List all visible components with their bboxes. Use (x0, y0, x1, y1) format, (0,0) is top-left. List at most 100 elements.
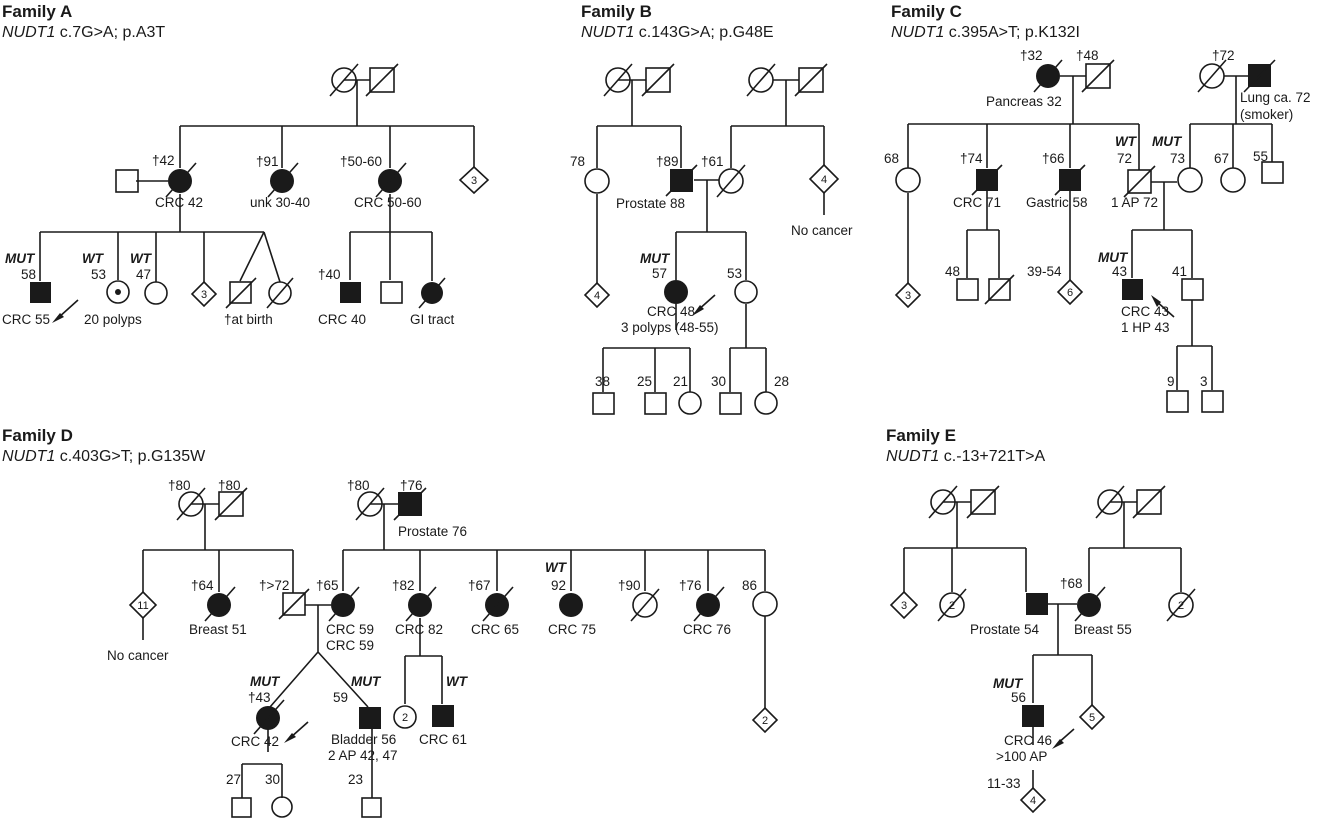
male-deceased (1085, 63, 1111, 89)
svg-text:†48: †48 (1076, 48, 1099, 63)
family-c-pedigree: †32 †48 Pancreas 32 †72 Lung ca. 72 (smo… (884, 48, 1311, 413)
svg-text:9: 9 (1167, 374, 1175, 389)
svg-text:†80: †80 (347, 478, 370, 493)
svg-text:(smoker): (smoker) (1240, 107, 1293, 122)
male (361, 797, 382, 818)
svg-text:†68: †68 (1060, 576, 1083, 591)
sibship-diamond (751, 706, 779, 734)
svg-text:2 AP 42, 47: 2 AP 42, 47 (328, 748, 398, 763)
female-deceased (748, 67, 774, 93)
male-deceased (218, 491, 244, 517)
female (144, 281, 168, 305)
svg-text:NUDT1 c.7G>A; p.A3T: NUDT1 c.7G>A; p.A3T (2, 24, 165, 41)
gene-name: NUDT1 (2, 24, 55, 41)
male (956, 278, 979, 301)
svg-text:53: 53 (727, 266, 742, 281)
male-deceased (970, 489, 996, 515)
pedigree-symbols (30, 63, 490, 323)
family-title: Family B (581, 2, 652, 21)
family-title: Family C (891, 2, 962, 21)
male-deceased (1127, 169, 1152, 194)
svg-text:†89: †89 (656, 154, 679, 169)
male (592, 392, 615, 415)
pedigree-lines (596, 79, 825, 392)
svg-text:†91: †91 (256, 154, 279, 169)
male-deceased (798, 67, 824, 93)
svg-text:†80: †80 (218, 478, 241, 493)
svg-text:†72: †72 (1212, 48, 1235, 63)
svg-text:55: 55 (1253, 149, 1268, 164)
svg-text:2: 2 (402, 712, 408, 724)
male (380, 281, 403, 304)
pedigree-symbols (889, 485, 1196, 814)
male-affected-proband (1022, 705, 1044, 727)
female (1177, 167, 1203, 193)
pedigree-labels: †80 †80 †80 †76 Prostate 76 11 No cancer… (107, 478, 768, 787)
family-b-title: Family B NUDT1 c.143G>A; p.G48E (581, 2, 774, 41)
svg-text:3 polyps (48-55): 3 polyps (48-55) (621, 320, 719, 335)
svg-text:57: 57 (652, 266, 667, 281)
svg-text:5: 5 (1089, 712, 1095, 724)
svg-text:4: 4 (821, 174, 827, 186)
sibship-diamond (128, 590, 158, 620)
svg-text:†76: †76 (679, 578, 702, 593)
male-deceased (282, 592, 306, 616)
male-deceased (1136, 489, 1162, 515)
svg-text:67: 67 (1214, 151, 1229, 166)
svg-text:78: 78 (570, 154, 585, 169)
svg-text:CRC 59: CRC 59 (326, 622, 374, 637)
pedigree-symbols (583, 63, 840, 415)
female (1220, 167, 1246, 193)
svg-text:48: 48 (945, 264, 960, 279)
svg-text:2: 2 (1178, 600, 1184, 612)
male-affected-proband (1122, 279, 1143, 300)
svg-text:WT: WT (1115, 134, 1138, 149)
male-affected (359, 707, 381, 729)
svg-text:NUDT1 c.-13+721T>A: NUDT1 c.-13+721T>A (886, 448, 1046, 465)
sibship-diamond (1056, 278, 1084, 306)
family-b-pedigree: 78 †89 †61 Prostate 88 4 No cancer 4 MUT… (570, 63, 853, 415)
female-deceased (632, 592, 658, 618)
svg-text:NUDT1 c.403G>T; p.G135W: NUDT1 c.403G>T; p.G135W (2, 448, 206, 465)
svg-text:Prostate 88: Prostate 88 (616, 196, 685, 211)
pedigree-labels: †32 †48 Pancreas 32 †72 Lung ca. 72 (smo… (884, 48, 1311, 389)
svg-text:†61: †61 (701, 154, 724, 169)
male-deceased (645, 67, 671, 93)
pedigree-labels: 3 2 Prostate 54 †68 Breast 55 2 MUT 56 C… (901, 576, 1184, 807)
svg-text:3: 3 (471, 175, 477, 187)
female (678, 391, 702, 415)
svg-text:MUT: MUT (640, 251, 671, 266)
female-carrier (106, 280, 130, 304)
female-deceased (331, 67, 357, 93)
male (1166, 390, 1189, 413)
svg-text:Prostate 76: Prostate 76 (398, 524, 467, 539)
svg-text:1 HP 43: 1 HP 43 (1121, 320, 1170, 335)
gene-name: NUDT1 (891, 24, 944, 41)
female (752, 591, 778, 617)
svg-text:†65: †65 (316, 578, 339, 593)
gene-name: NUDT1 (886, 448, 939, 465)
svg-text:†64: †64 (191, 578, 214, 593)
svg-text:WT: WT (82, 251, 105, 266)
svg-text:CRC 42: CRC 42 (231, 734, 279, 749)
svg-text:59: 59 (333, 690, 348, 705)
svg-text:MUT: MUT (1098, 250, 1129, 265)
svg-text:27: 27 (226, 772, 241, 787)
svg-text:CRC 65: CRC 65 (471, 622, 519, 637)
male (231, 797, 252, 818)
family-title: Family D (2, 426, 73, 445)
gene-name: NUDT1 (581, 24, 634, 41)
family-title: Family A (2, 2, 72, 21)
svg-text:CRC 59: CRC 59 (326, 638, 374, 653)
svg-text:30: 30 (711, 374, 726, 389)
svg-text:Prostate 54: Prostate 54 (970, 622, 1040, 637)
pedigree-symbols (128, 487, 779, 818)
female-deceased (718, 168, 744, 194)
family-a-pedigree: †42 CRC 42 †91 unk 30-40 †50-60 CRC 50-6… (2, 63, 490, 327)
svg-text:CRC 82: CRC 82 (395, 622, 443, 637)
svg-text:No cancer: No cancer (107, 648, 169, 663)
male (644, 392, 667, 415)
male-deceased (988, 278, 1011, 301)
svg-text:4: 4 (1030, 795, 1036, 807)
